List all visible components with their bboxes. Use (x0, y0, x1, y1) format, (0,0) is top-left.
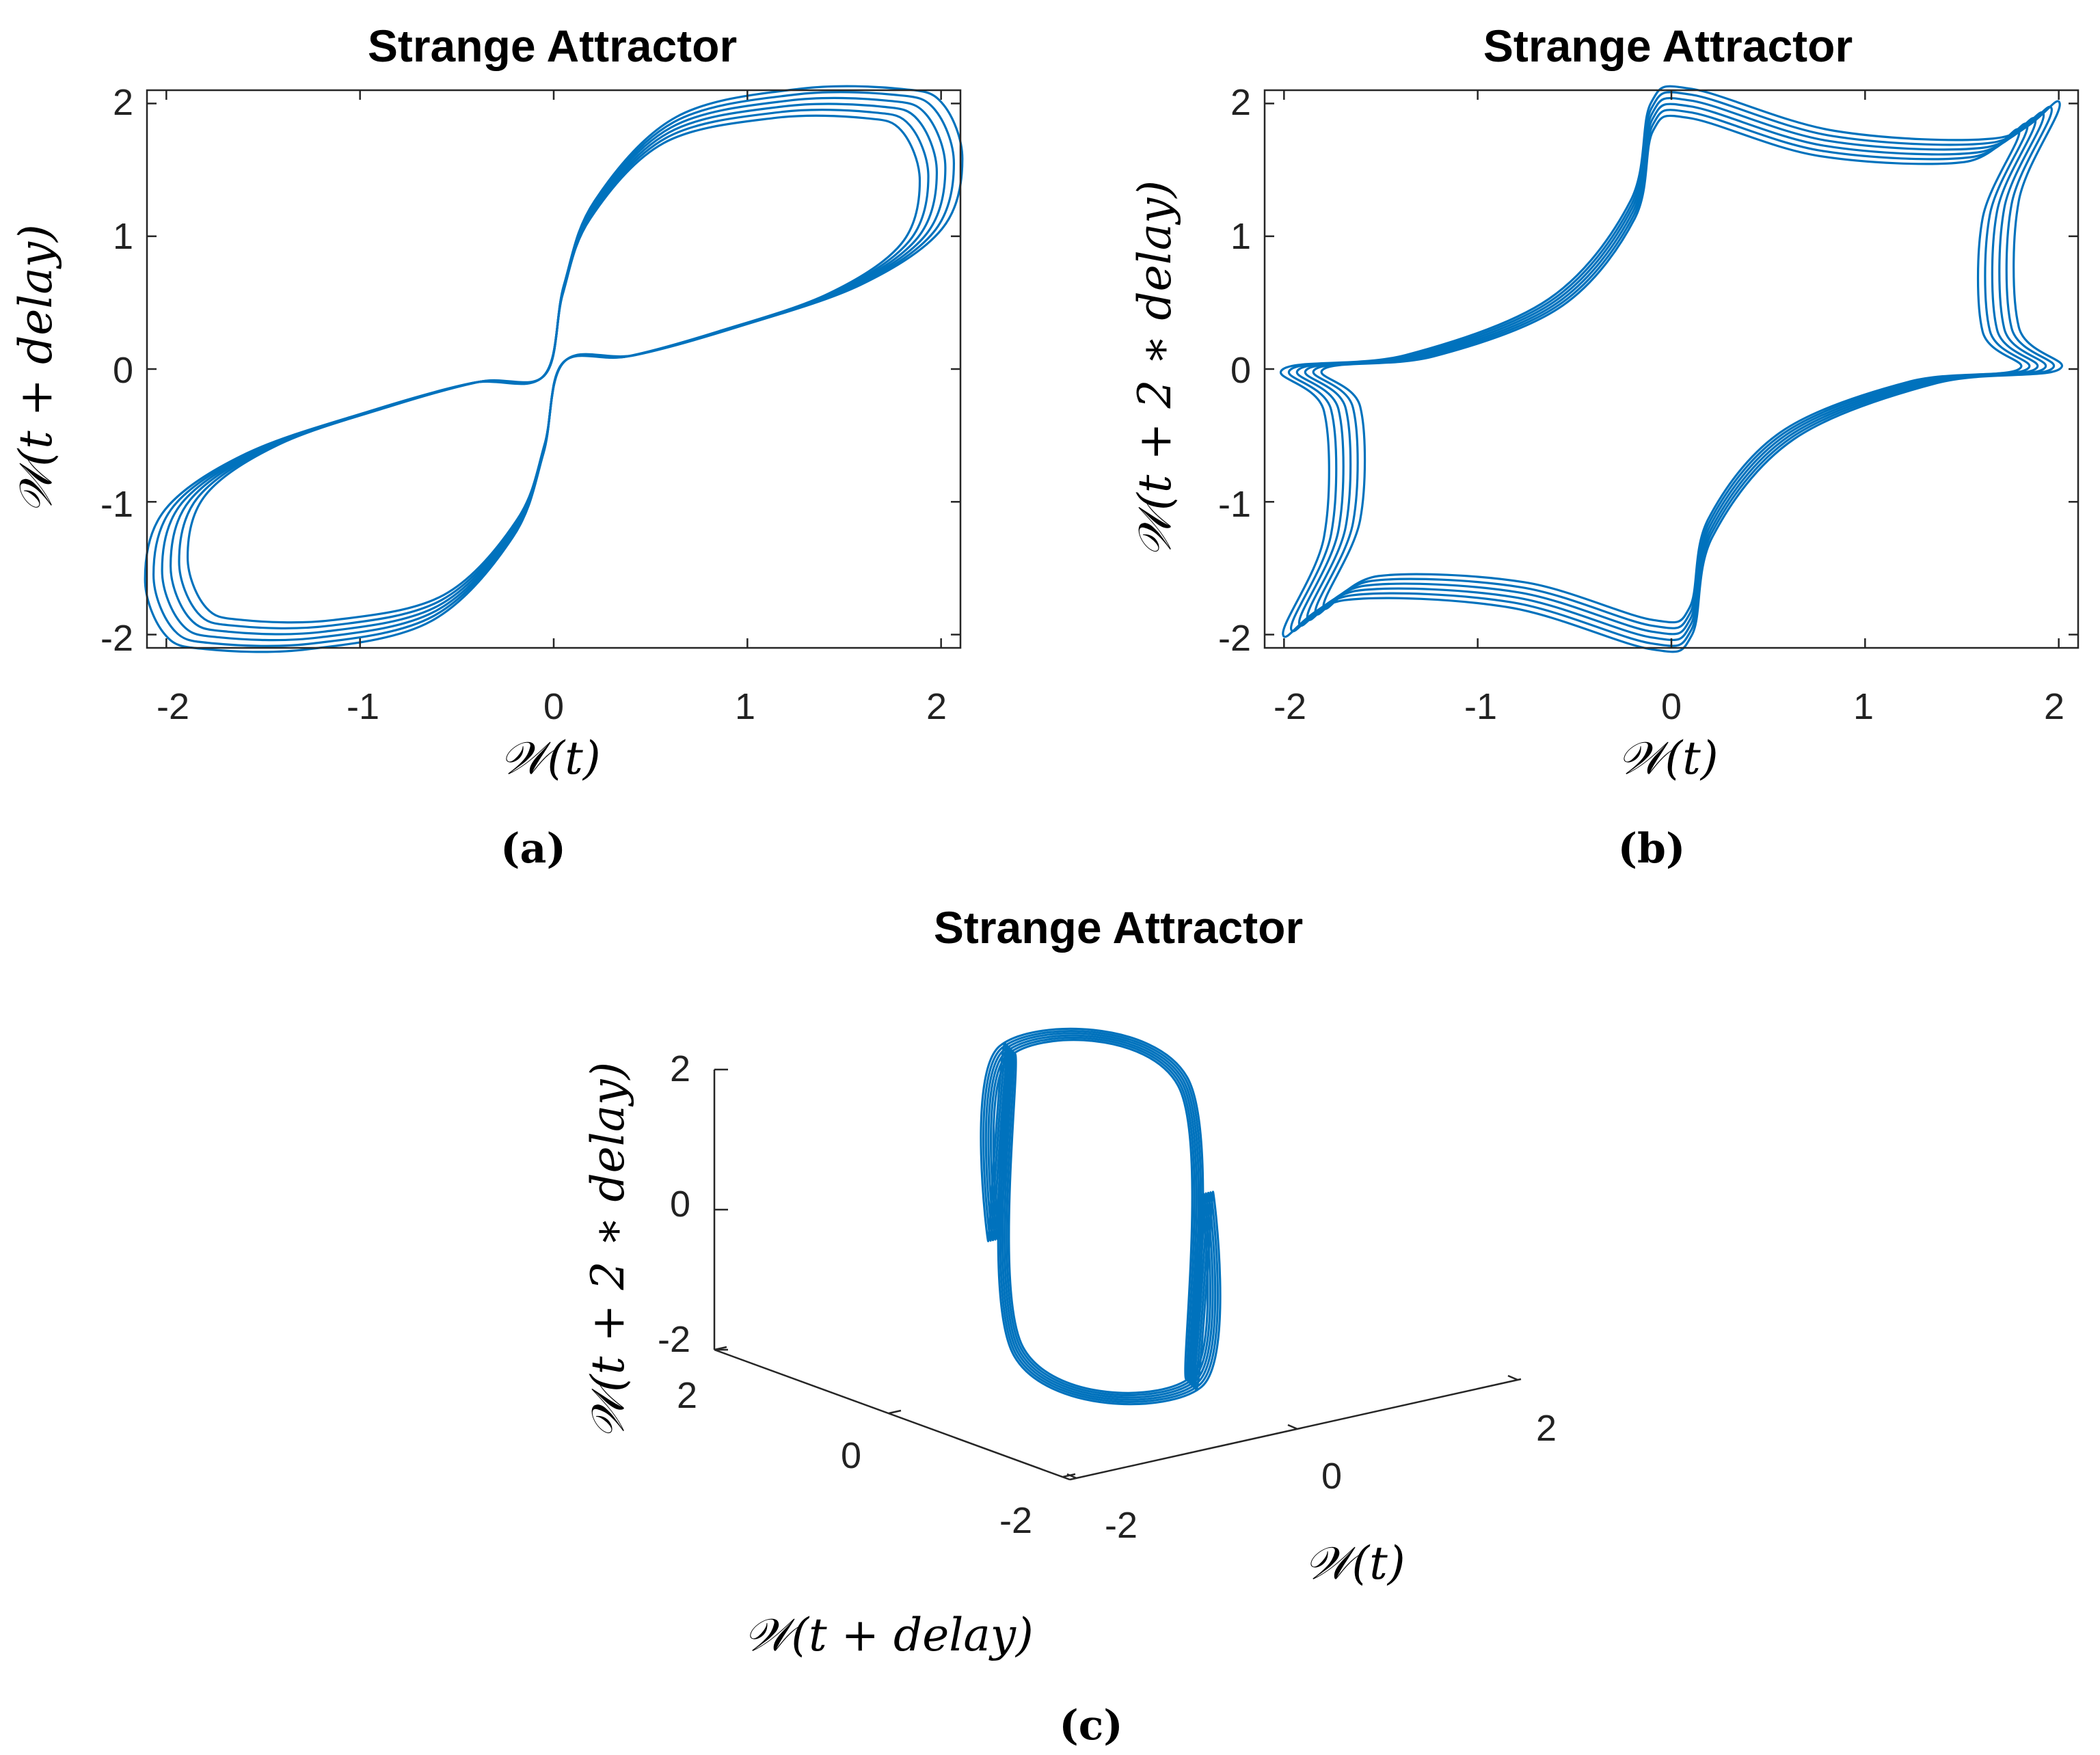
panel-c-ztick-label: 0 (670, 1184, 690, 1225)
panel-a-xtick-label: 0 (543, 686, 564, 727)
panel-c-trajectory-line (992, 1039, 1209, 1394)
panel-c-trajectory-line (987, 1034, 1214, 1399)
panel-b-trajectory-line (1296, 96, 2047, 642)
panel-c-ticks (714, 1068, 1518, 1480)
panel-b-xtick-label: -1 (1464, 686, 1497, 727)
panel-b-ytick-label: 0 (1230, 350, 1251, 391)
panel-c-curve (980, 1027, 1222, 1406)
panel-a-xtick-label: -1 (347, 686, 379, 727)
panel-b-xtick-label: 2 (2044, 686, 2064, 727)
panel-c-ytick-label: 0 (841, 1435, 861, 1476)
panel-a-axes-frame (146, 89, 962, 649)
panel-a-caption: (a) (500, 825, 566, 873)
panel-a-trajectory-line (152, 91, 955, 647)
panel-c-xtick-label: -2 (1105, 1505, 1138, 1546)
y-tick-mark (714, 1346, 727, 1351)
panel-b-caption: (b) (1618, 825, 1686, 873)
panel-a-title: Strange Attractor (368, 21, 737, 71)
panel-b-xlabel: 𝒲(t) (1617, 732, 1718, 785)
panel-c-trajectory-line (984, 1032, 1217, 1401)
panel-b-ticks (1265, 90, 2078, 648)
panel-a-ylabel: 𝒲(t + delay) (10, 224, 62, 514)
panel-b-trajectory-line (1320, 114, 2023, 624)
x-tick-mark (1287, 1424, 1298, 1430)
panel-b-axes-frame (1263, 89, 2079, 649)
panel-c-trajectory-line (989, 1036, 1212, 1397)
panel-b-ytick-label: 2 (1230, 82, 1251, 123)
panel-a-xlabel: 𝒲(t) (500, 732, 600, 785)
panel-c-ytick-label: 2 (677, 1375, 697, 1416)
panel-a-ytick-label: 1 (113, 216, 133, 257)
panel-a-xtick-label: 2 (926, 686, 947, 727)
panel-a-ytick-label: -2 (100, 618, 133, 659)
panel-a: Strange Attractor -2 -1 0 1 2 -2 -1 0 1 … (10, 21, 964, 873)
panel-b-ytick-label: -1 (1218, 484, 1251, 525)
panel-b-xtick-label: 0 (1661, 686, 1682, 727)
panel-b-ytick-label: -2 (1218, 618, 1251, 659)
panel-a-trajectory-line (170, 103, 938, 636)
panel-c-caption: (c) (1059, 1702, 1122, 1750)
panel-a-trajectory-line (178, 109, 930, 629)
panel-a-ytick-label: -1 (100, 484, 133, 525)
panel-a-xtick-label: 1 (735, 686, 755, 727)
panel-c-ytick-label: -2 (999, 1500, 1032, 1541)
x-tick-mark (1066, 1473, 1077, 1480)
panel-c-ztick-label: 2 (670, 1048, 690, 1089)
panel-b-ytick-label: 1 (1230, 216, 1251, 257)
panel-c: Strange Attractor 2 0 -2 2 0 -2 -2 0 2 𝒲… (582, 902, 1557, 1750)
panel-a-ticks (147, 90, 960, 648)
panel-c-ztick-label: -2 (658, 1319, 690, 1360)
panel-b-xtick-label: 1 (1853, 686, 1874, 727)
panel-c-xtick-label: 2 (1536, 1408, 1557, 1449)
panel-a-ytick-label: 0 (113, 350, 133, 391)
panel-b-trajectory-line (1288, 91, 2055, 647)
y-tick-mark (888, 1409, 902, 1415)
panel-b-title: Strange Attractor (1483, 21, 1853, 71)
panel-b-trajectory-line (1280, 85, 2063, 653)
x-tick-mark (1507, 1374, 1518, 1381)
panel-c-ylabel: 𝒲(t + delay) (744, 1609, 1034, 1661)
panel-a-trajectory-line (186, 114, 921, 624)
panel-c-y-axis (714, 1348, 1071, 1481)
panel-c-x-axis (1069, 1378, 1522, 1481)
panel-b-ylabel: 𝒲(t + 2 ∗ delay) (1129, 180, 1181, 558)
panel-b-curve (1280, 85, 2063, 653)
panel-a-trajectory-line (144, 85, 964, 653)
panel-b-trajectory-line (1312, 109, 2031, 629)
panel-a-xtick-label: -2 (157, 686, 189, 727)
panel-b-trajectory-line (1304, 103, 2039, 636)
panel-b: Strange Attractor -2 -1 0 1 2 -2 -1 0 1 … (1129, 21, 2079, 873)
panel-a-ytick-label: 2 (113, 82, 133, 123)
panel-c-title: Strange Attractor (934, 902, 1303, 953)
panel-a-curve (144, 85, 964, 653)
panel-c-xtick-label: 0 (1321, 1456, 1342, 1497)
panel-a-trajectory-line (161, 96, 947, 642)
panel-c-zlabel: 𝒲(t + 2 ∗ delay) (582, 1062, 634, 1439)
panel-c-trajectory-line (982, 1030, 1219, 1403)
panel-b-xtick-label: -2 (1274, 686, 1306, 727)
panel-c-trajectory-line (980, 1027, 1222, 1406)
panel-c-xlabel: 𝒲(t) (1304, 1537, 1405, 1590)
